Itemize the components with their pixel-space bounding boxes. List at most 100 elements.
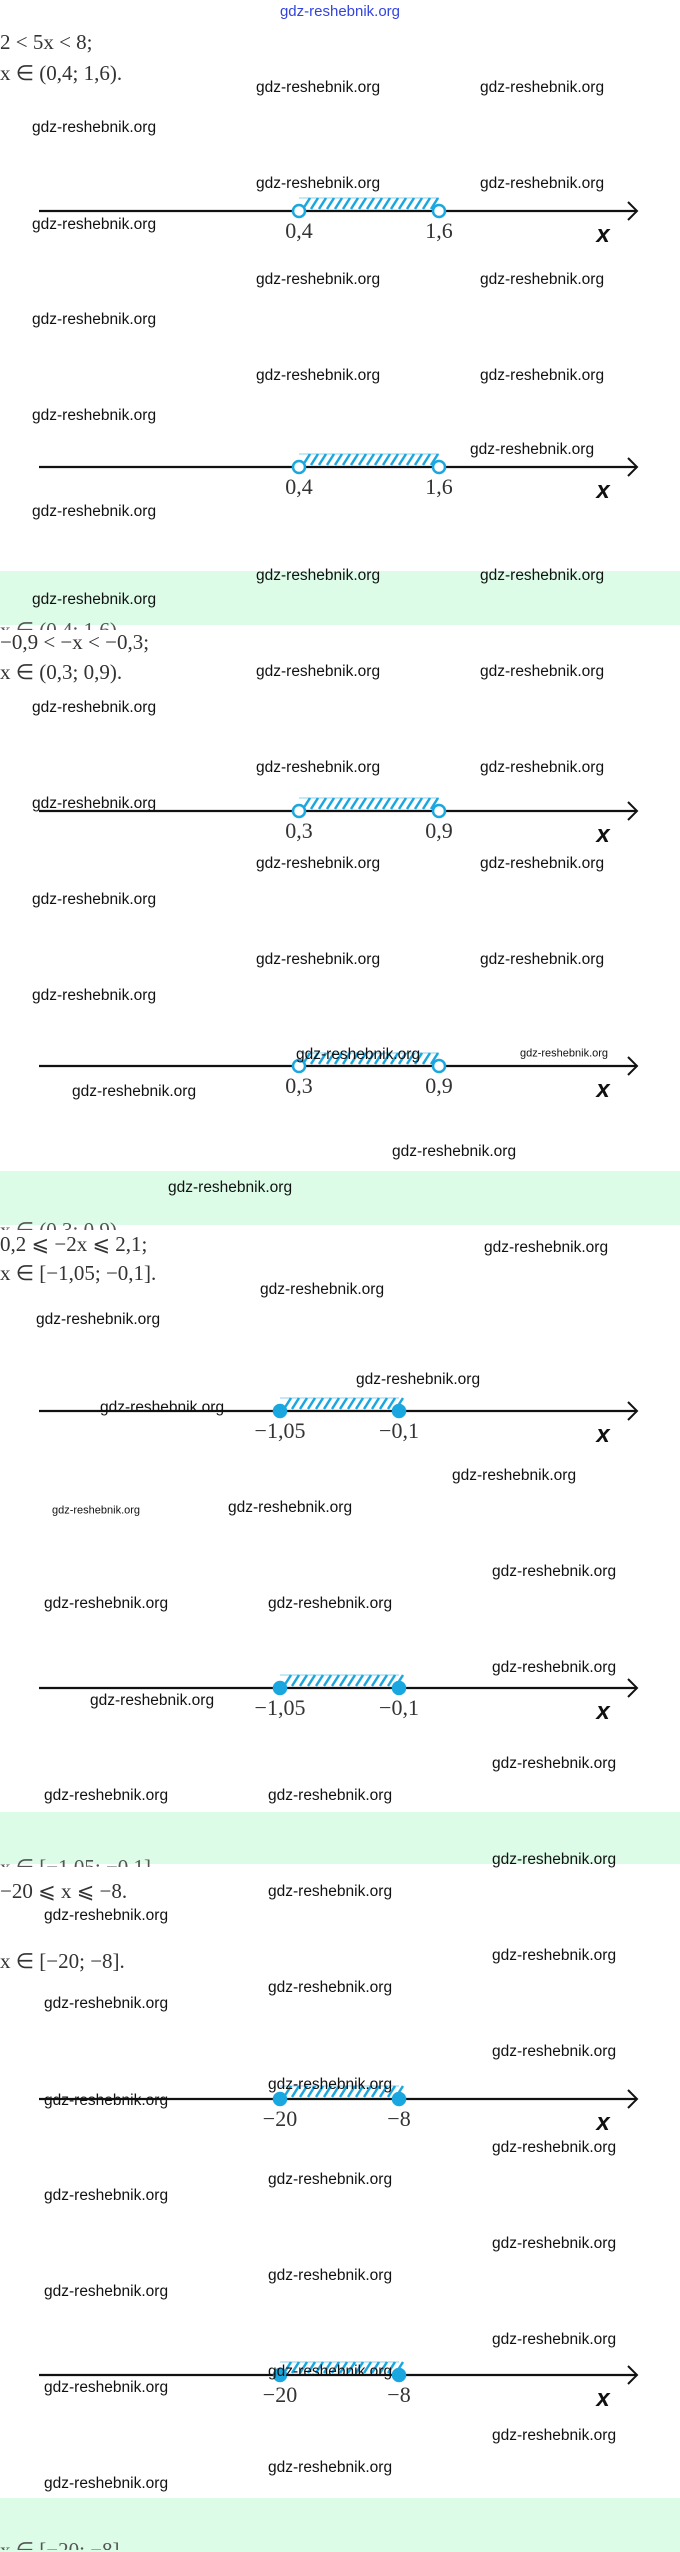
closed-point: [272, 2367, 288, 2383]
hatch-mark: [354, 1674, 365, 1687]
hatch-mark: [330, 2085, 341, 2098]
hatch-mark: [397, 797, 408, 810]
axis-label: x: [594, 1698, 611, 1725]
hatch-mark: [330, 2361, 341, 2374]
answer-band: [0, 571, 680, 625]
hatch-mark: [373, 453, 384, 466]
hatch-mark: [333, 1052, 344, 1065]
hatch-mark: [338, 2085, 349, 2098]
hatch-mark: [386, 2085, 397, 2098]
hatch-mark: [341, 797, 352, 810]
hatch-mark: [429, 797, 440, 810]
watermark: gdz-reshebnik.org: [168, 1179, 293, 1196]
hatch-mark: [370, 1674, 381, 1687]
hatch-mark: [373, 1052, 384, 1065]
arrow-icon: [627, 1056, 639, 1076]
tick-label-left: 0,4: [285, 474, 313, 499]
watermark: gdz-reshebnik.org: [480, 951, 605, 968]
hatch-mark: [397, 197, 408, 210]
hatch-mark: [330, 1397, 341, 1410]
axis-label: x: [594, 1076, 611, 1103]
hatch-mark: [370, 1397, 381, 1410]
watermark: gdz-reshebnik.org: [392, 1143, 517, 1160]
watermark: gdz-reshebnik.org: [44, 1995, 169, 2012]
watermark: gdz-reshebnik.org: [256, 271, 381, 288]
hatch-mark: [413, 453, 424, 466]
hatch-mark: [338, 1674, 349, 1687]
hatch-mark: [306, 1397, 317, 1410]
closed-point: [272, 1403, 288, 1419]
hatch-mark: [421, 197, 432, 210]
answer-text: x ∈ [−1,05; −0,1]: [0, 1855, 152, 1867]
watermark: gdz-reshebnik.org: [32, 216, 157, 233]
closed-point: [391, 1403, 407, 1419]
hatch-mark: [290, 1674, 301, 1687]
axis-label: x: [594, 2385, 611, 2412]
open-point: [291, 1058, 307, 1074]
watermark: gdz-reshebnik.org: [256, 567, 381, 584]
watermark: gdz-reshebnik.org: [520, 1047, 609, 1060]
hatch-mark: [306, 2085, 317, 2098]
arrow-icon: [627, 801, 639, 821]
hatch-mark: [413, 1052, 424, 1065]
watermark: gdz-reshebnik.org: [44, 2283, 169, 2300]
open-point: [431, 803, 447, 819]
hatch-mark: [322, 2085, 333, 2098]
watermark: gdz-reshebnik.org: [480, 759, 605, 776]
hatch-mark: [290, 2085, 301, 2098]
hatch-mark: [317, 1052, 328, 1065]
watermark: gdz-reshebnik.org: [492, 1947, 617, 1964]
hatch-mark: [346, 2361, 357, 2374]
hatch-mark: [322, 1674, 333, 1687]
math-step: x ∈ (0,4; 1,6).: [0, 61, 123, 85]
watermark: gdz-reshebnik.org: [268, 2459, 393, 2476]
watermark: gdz-reshebnik.org: [32, 795, 157, 812]
hatch-mark: [309, 453, 320, 466]
axis-label: x: [594, 2109, 611, 2136]
hatch-mark: [346, 1674, 357, 1687]
math-step: x ∈ (0,3; 0,9).: [0, 660, 123, 684]
hatch-mark: [325, 797, 336, 810]
answer-band: [0, 2498, 680, 2552]
watermark: gdz-reshebnik.org: [492, 1851, 617, 1868]
hatch-mark: [290, 1397, 301, 1410]
hatch-mark: [357, 197, 368, 210]
watermark: gdz-reshebnik.org: [492, 2043, 617, 2060]
hatch-mark: [378, 2085, 389, 2098]
watermark: gdz-reshebnik.org: [480, 663, 605, 680]
hatch-mark: [338, 1397, 349, 1410]
hatch-mark: [357, 453, 368, 466]
math-step: −20 ⩽ x ⩽ −8.: [0, 1879, 128, 1903]
hatch-mark: [365, 453, 376, 466]
watermark: gdz-reshebnik.org: [492, 2331, 617, 2348]
watermark: gdz-reshebnik.org: [268, 2076, 393, 2093]
math-step: x ∈ [−1,05; −0,1].: [0, 1261, 157, 1285]
hatch-mark: [325, 197, 336, 210]
hatch-mark: [405, 453, 416, 466]
answer-band: [0, 1812, 680, 1864]
header-watermark: gdz-reshebnik.org: [279, 3, 401, 20]
hatch-mark: [314, 2361, 325, 2374]
hatch-mark: [357, 797, 368, 810]
hatch-mark: [421, 797, 432, 810]
closed-point: [391, 2091, 407, 2107]
hatch-mark: [341, 453, 352, 466]
watermark: gdz-reshebnik.org: [32, 591, 157, 608]
math-step: 0,2 ⩽ −2x ⩽ 2,1;: [0, 1232, 148, 1256]
watermark: gdz-reshebnik.org: [480, 175, 605, 192]
hatch-mark: [421, 1052, 432, 1065]
hatch-mark: [397, 453, 408, 466]
arrow-icon: [627, 457, 639, 477]
watermark: gdz-reshebnik.org: [256, 951, 381, 968]
answer-band: [0, 1171, 680, 1225]
hatch-mark: [330, 1674, 341, 1687]
hatch-mark: [386, 1674, 397, 1687]
hatch-mark: [413, 197, 424, 210]
hatch-mark: [378, 1674, 389, 1687]
watermark: gdz-reshebnik.org: [32, 891, 157, 908]
hatch-mark: [290, 2361, 301, 2374]
hatch-mark: [333, 197, 344, 210]
hatch-mark: [309, 797, 320, 810]
